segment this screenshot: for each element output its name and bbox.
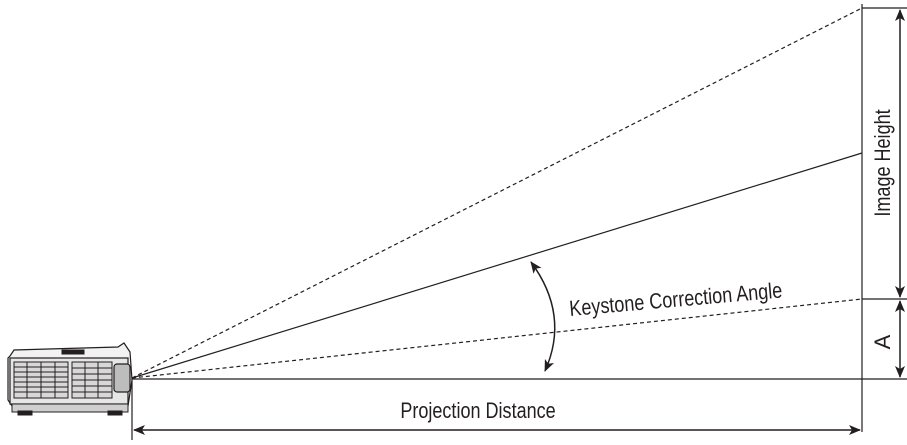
bottom-dashed-ray [131, 298, 863, 379]
projector-foot-left [17, 410, 33, 416]
image-height-dimension: Image Height [862, 7, 907, 300]
top-dashed-ray [131, 7, 863, 379]
projector-vent-right [71, 361, 113, 399]
image-height-label: Image Height [871, 109, 895, 217]
keystone-angle-label: Keystone Correction Angle [568, 279, 783, 322]
projector-vent [13, 361, 69, 399]
projector-icon [7, 342, 133, 416]
center-solid-ray [131, 152, 863, 379]
projector-base [11, 403, 129, 413]
projection-rays [131, 7, 907, 380]
projector-lens [113, 363, 131, 393]
keystone-angle-arc [530, 261, 556, 372]
offset-a-label: A [870, 334, 895, 349]
keystone-angle-indicator: Keystone Correction Angle [530, 261, 783, 372]
offset-a-dimension: A [870, 300, 905, 378]
projector-foot-right [107, 410, 123, 416]
projector-top-button [61, 349, 85, 355]
projection-distance-dimension: Projection Distance [131, 380, 861, 440]
projection-distance-label: Projection Distance [400, 399, 555, 423]
